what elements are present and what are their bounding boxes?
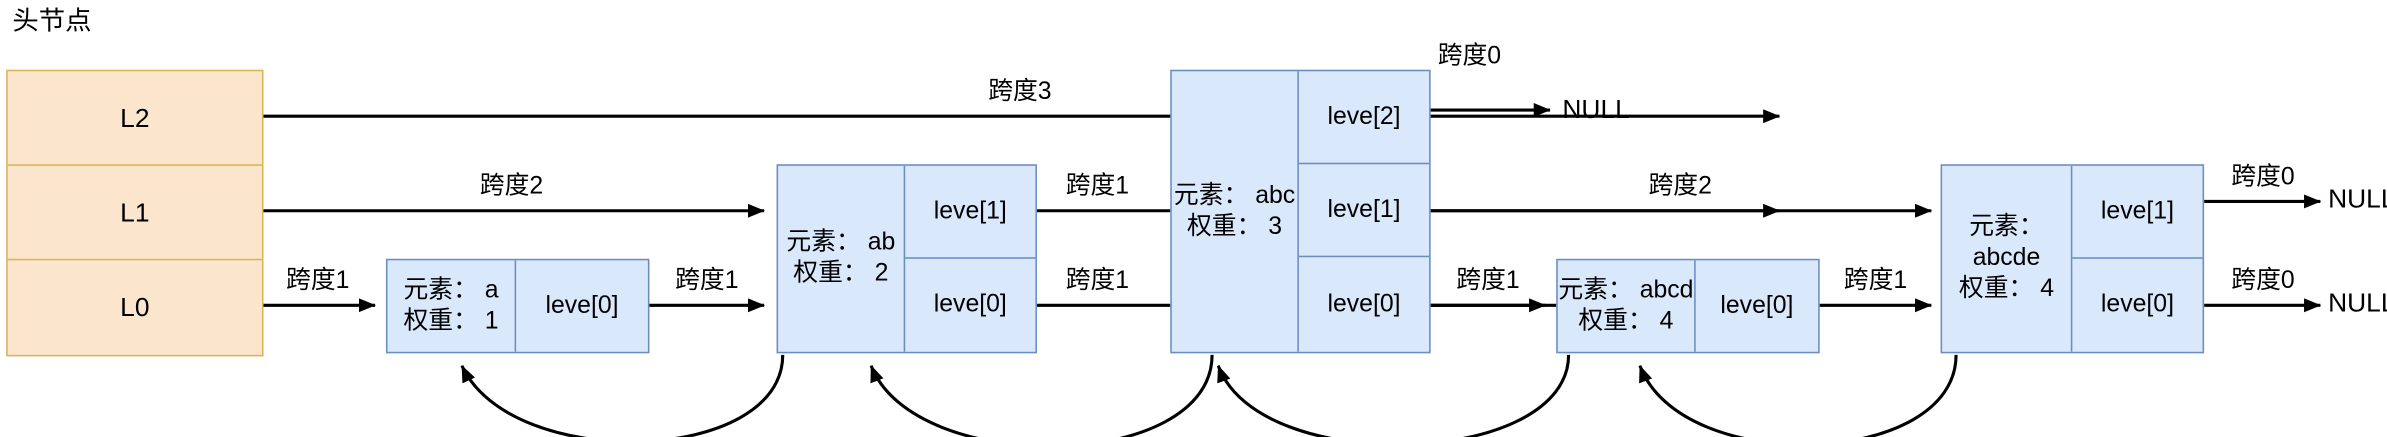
node-abc-element: 元素： abc — [1173, 182, 1296, 209]
span-label-head-l1-ab: 跨度2 — [479, 173, 544, 200]
node-abcd-value: 元素： abcd 权重： 4 — [1558, 260, 1696, 352]
node-a: 元素： a 权重： 1 leve[0] — [385, 258, 650, 354]
node-abcd-level-0: leve[0] — [1720, 292, 1794, 319]
node-a-level-0: leve[0] — [545, 292, 619, 319]
head-level-l0: L0 — [6, 258, 264, 357]
node-abcd-element: 元素： abcd — [1558, 276, 1694, 303]
backptr-abc-to-ab — [869, 354, 1214, 437]
backptr-ab-to-a — [460, 354, 785, 437]
node-abc-level-2: leve[2] — [1298, 71, 1430, 165]
node-a-levels: leve[0] — [516, 260, 648, 351]
span-label-a-l0-ab: 跨度1 — [675, 268, 739, 295]
head-level-label: L0 — [120, 292, 150, 322]
span-label-head-l0-a: 跨度1 — [286, 268, 350, 295]
node-ab-weight: 权重： 2 — [793, 260, 889, 287]
node-abc: 元素： abc 权重： 3 leve[2] leve[1] leve[0] — [1170, 69, 1431, 354]
node-abcde-weight: 权重： 4 — [1958, 275, 2055, 303]
node-abc-level-0: leve[0] — [1327, 290, 1401, 317]
node-a-weight: 权重： 1 — [403, 307, 499, 334]
node-abc-levels: leve[2] leve[1] leve[0] — [1298, 71, 1430, 351]
node-abcde: 元素： abcde 权重： 4 leve[1] leve[0] — [1940, 164, 2205, 354]
head-level-l1: L1 — [6, 164, 264, 262]
span-label-abcd-l0-abcde: 跨度1 — [1843, 268, 1908, 295]
backptr-abcd-to-abc — [1216, 354, 1571, 437]
null-label-abcde-l1: NULL — [2328, 184, 2387, 214]
null-label-abcde-l0: NULL — [2328, 288, 2387, 318]
page-title: 头节点 — [12, 6, 92, 36]
node-abcd-levels: leve[0] — [1696, 260, 1818, 351]
span-label-abc-l2-null: 跨度0 — [1437, 43, 1502, 70]
node-a-element: 元素： a — [403, 276, 499, 303]
head-node: L2 L1 L0 — [6, 69, 264, 357]
node-abcde-value: 元素： abcde 权重： 4 — [1942, 165, 2073, 352]
head-level-l2: L2 — [6, 69, 264, 168]
node-ab: 元素： ab 权重： 2 leve[1] leve[0] — [776, 164, 1037, 354]
head-level-label: L2 — [120, 103, 150, 133]
node-ab-value: 元素： ab 权重： 2 — [778, 165, 906, 352]
node-abc-level-1: leve[1] — [1298, 164, 1430, 258]
node-ab-level-0: leve[0] — [933, 291, 1007, 318]
span-label-abc-l0-abcd: 跨度1 — [1456, 268, 1520, 295]
node-abcde-level-0: leve[0] — [2100, 291, 2174, 318]
node-a-value: 元素： a 权重： 1 — [388, 260, 517, 352]
node-ab-element: 元素： ab — [786, 229, 896, 256]
span-label-abcde-l1-null: 跨度0 — [2231, 164, 2295, 191]
span-label-ab-l0-abc: 跨度1 — [1065, 268, 1130, 295]
null-label-abc-l2: NULL — [1562, 94, 1630, 124]
span-label-abcde-l0-null: 跨度0 — [2231, 268, 2295, 295]
span-label-ab-l1-abc: 跨度1 — [1065, 173, 1130, 200]
node-ab-level-1: leve[1] — [905, 166, 1036, 259]
span-label-abc-l1-abcde: 跨度2 — [1648, 173, 1712, 200]
span-label-head-l2-abc: 跨度3 — [988, 79, 1052, 106]
node-abcde-element-2: abcde — [1972, 244, 2041, 272]
node-abc-value: 元素： abc 权重： 3 — [1172, 71, 1299, 352]
node-abcde-element: 元素： — [1969, 213, 2044, 241]
head-level-label: L1 — [120, 197, 150, 228]
node-ab-levels: leve[1] leve[0] — [905, 166, 1036, 352]
node-abcd-weight: 权重： 4 — [1578, 307, 1674, 334]
node-abc-weight: 权重： 3 — [1187, 213, 1283, 240]
node-abcde-levels: leve[1] leve[0] — [2072, 166, 2203, 352]
node-abcde-level-1: leve[1] — [2072, 166, 2203, 259]
backptr-abcde-to-abcd — [1638, 354, 1958, 437]
node-abcd: 元素： abcd 权重： 4 leve[0] — [1556, 258, 1820, 354]
